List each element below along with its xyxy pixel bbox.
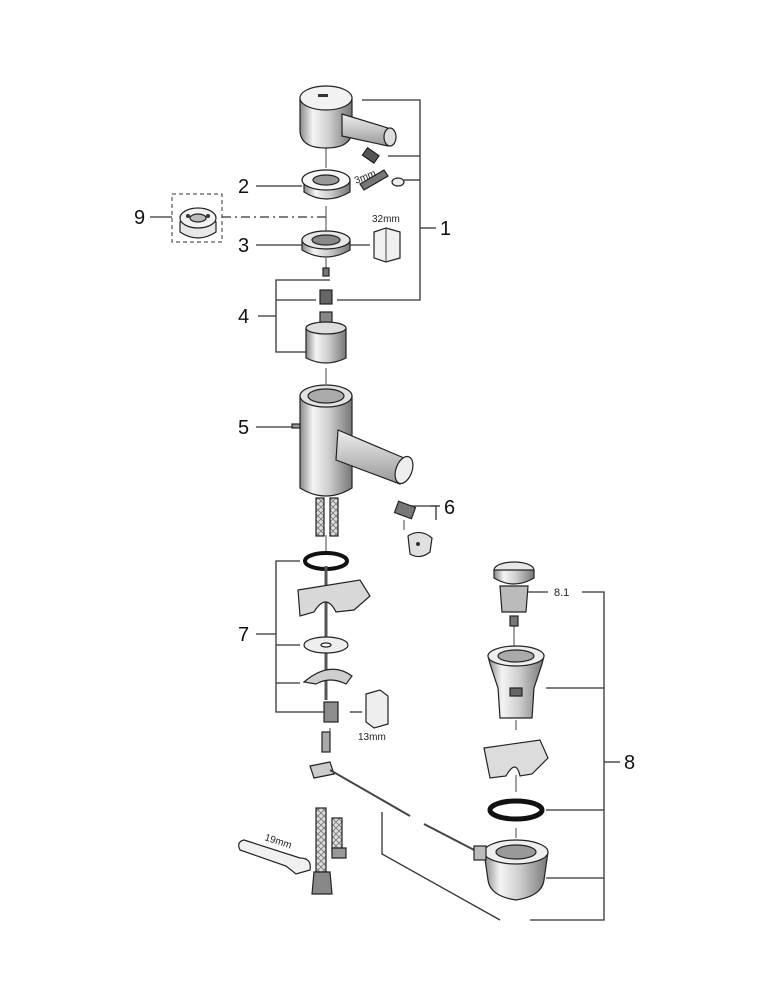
hex-key: 3mm bbox=[353, 168, 389, 191]
popup-plug bbox=[493, 561, 535, 627]
waste-flange bbox=[487, 645, 545, 719]
callout-8-1: 8.1 bbox=[554, 587, 569, 599]
rosette-cover bbox=[301, 169, 351, 200]
callout-5: 5 bbox=[238, 417, 249, 439]
waste-washer bbox=[483, 739, 549, 779]
handle-lever bbox=[299, 85, 397, 149]
callout-6: 6 bbox=[444, 497, 455, 519]
cartridge-nut bbox=[301, 230, 351, 258]
callout-7: 7 bbox=[238, 624, 249, 646]
lift-rod-clamp bbox=[309, 761, 479, 853]
cartridge bbox=[305, 311, 347, 364]
callout-4: 4 bbox=[238, 306, 249, 328]
callout-labels: 1 2 3 4 5 6 7 8 8.1 9 bbox=[134, 176, 635, 774]
socket-13-label: 13mm bbox=[358, 732, 386, 743]
wrench-19mm: 19mm bbox=[238, 832, 311, 875]
fixing-plate bbox=[302, 668, 353, 685]
mixer-body bbox=[291, 384, 414, 497]
callout-2: 2 bbox=[238, 176, 249, 198]
aerator bbox=[393, 500, 417, 520]
callout-1: 1 bbox=[440, 218, 451, 240]
waste-body bbox=[473, 839, 549, 901]
screw-cap bbox=[391, 177, 405, 187]
temperature-limiter bbox=[171, 193, 223, 243]
flex-hoses-lower bbox=[311, 807, 347, 895]
fixing-nut bbox=[323, 701, 339, 723]
socket-32mm: 32mm bbox=[372, 214, 401, 263]
waste-o-ring bbox=[487, 798, 545, 822]
flex-hoses-upper bbox=[315, 497, 339, 537]
grub-screw bbox=[361, 146, 380, 164]
callout-3: 3 bbox=[238, 235, 249, 257]
aerator-key bbox=[407, 531, 433, 558]
pull-rod bbox=[321, 731, 331, 753]
callout-8: 8 bbox=[624, 752, 635, 774]
socket-13mm: 13mm bbox=[358, 689, 389, 743]
cartridge-adapter bbox=[319, 289, 333, 305]
horseshoe-washer bbox=[297, 579, 371, 617]
cartridge-small-screw bbox=[322, 267, 330, 277]
callout-9: 9 bbox=[134, 207, 145, 229]
socket-32-label: 32mm bbox=[372, 214, 400, 225]
fibre-washer bbox=[303, 636, 349, 654]
